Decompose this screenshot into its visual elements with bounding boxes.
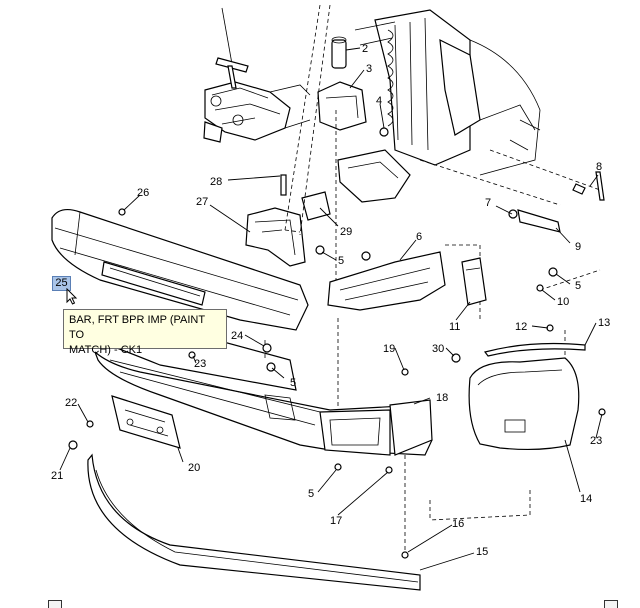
bumper-fascia-center xyxy=(94,314,433,456)
tooltip-line-1: BAR, FRT BPR IMP (PAINT TO xyxy=(69,314,205,341)
callout-16[interactable]: 16 xyxy=(452,518,464,530)
callout-5-b[interactable]: 5 xyxy=(575,280,581,292)
callout-20[interactable]: 20 xyxy=(188,462,200,474)
callout-23-a[interactable]: 23 xyxy=(194,358,206,370)
front-bumper-bar xyxy=(51,208,309,331)
callout-9[interactable]: 9 xyxy=(575,241,581,253)
callout-4[interactable]: 4 xyxy=(376,95,382,107)
callout-5-d[interactable]: 5 xyxy=(290,377,296,389)
callout-14[interactable]: 14 xyxy=(580,493,592,505)
scroll-marker-right xyxy=(604,600,618,608)
part-tooltip: BAR, FRT BPR IMP (PAINT TO MATCH) - CK1 xyxy=(63,309,227,356)
scroll-marker-left xyxy=(48,600,62,608)
bumper-bracket-left xyxy=(245,149,411,267)
callout-17[interactable]: 17 xyxy=(330,515,342,527)
license-plate-bracket xyxy=(111,395,181,449)
air-deflector xyxy=(87,453,421,591)
body-mount xyxy=(317,36,389,137)
selected-callout-25[interactable]: 25 xyxy=(52,276,71,291)
tooltip-line-2: MATCH) - CK1 xyxy=(69,344,143,356)
bumper-end-cap xyxy=(468,357,580,451)
mouse-pointer-icon xyxy=(66,288,78,305)
callout-7[interactable]: 7 xyxy=(485,197,491,209)
tow-hook-bracket xyxy=(508,171,605,233)
callout-27[interactable]: 27 xyxy=(196,196,208,208)
callout-2[interactable]: 2 xyxy=(362,43,368,55)
callout-5-a[interactable]: 5 xyxy=(338,255,344,267)
callout-8[interactable]: 8 xyxy=(596,161,602,173)
callout-6[interactable]: 6 xyxy=(416,231,422,243)
callout-11[interactable]: 11 xyxy=(449,321,460,333)
callout-30[interactable]: 30 xyxy=(432,343,444,355)
bumper-brace xyxy=(461,257,487,306)
callout-28[interactable]: 28 xyxy=(210,176,222,188)
callout-21[interactable]: 21 xyxy=(51,470,63,482)
callout-29[interactable]: 29 xyxy=(340,226,352,238)
callout-26[interactable]: 26 xyxy=(137,187,149,199)
leader-lines xyxy=(59,47,603,571)
frame-rail-assembly xyxy=(203,7,311,143)
callout-10[interactable]: 10 xyxy=(557,296,569,308)
hidden-lines xyxy=(264,4,601,550)
fasteners xyxy=(68,208,606,559)
callout-18[interactable]: 18 xyxy=(436,392,448,404)
callout-23-b[interactable]: 23 xyxy=(590,435,602,447)
callout-5-c[interactable]: 5 xyxy=(308,488,314,500)
callout-22[interactable]: 22 xyxy=(65,397,77,409)
callout-3[interactable]: 3 xyxy=(366,63,372,75)
callout-15[interactable]: 15 xyxy=(476,546,488,558)
callout-19[interactable]: 19 xyxy=(383,343,395,355)
bumper-end-bracket xyxy=(327,251,446,311)
radiator-support xyxy=(354,9,541,176)
callout-13[interactable]: 13 xyxy=(598,317,610,329)
callout-12[interactable]: 12 xyxy=(515,321,527,333)
callout-24[interactable]: 24 xyxy=(231,330,243,342)
end-cap-molding xyxy=(483,342,586,357)
